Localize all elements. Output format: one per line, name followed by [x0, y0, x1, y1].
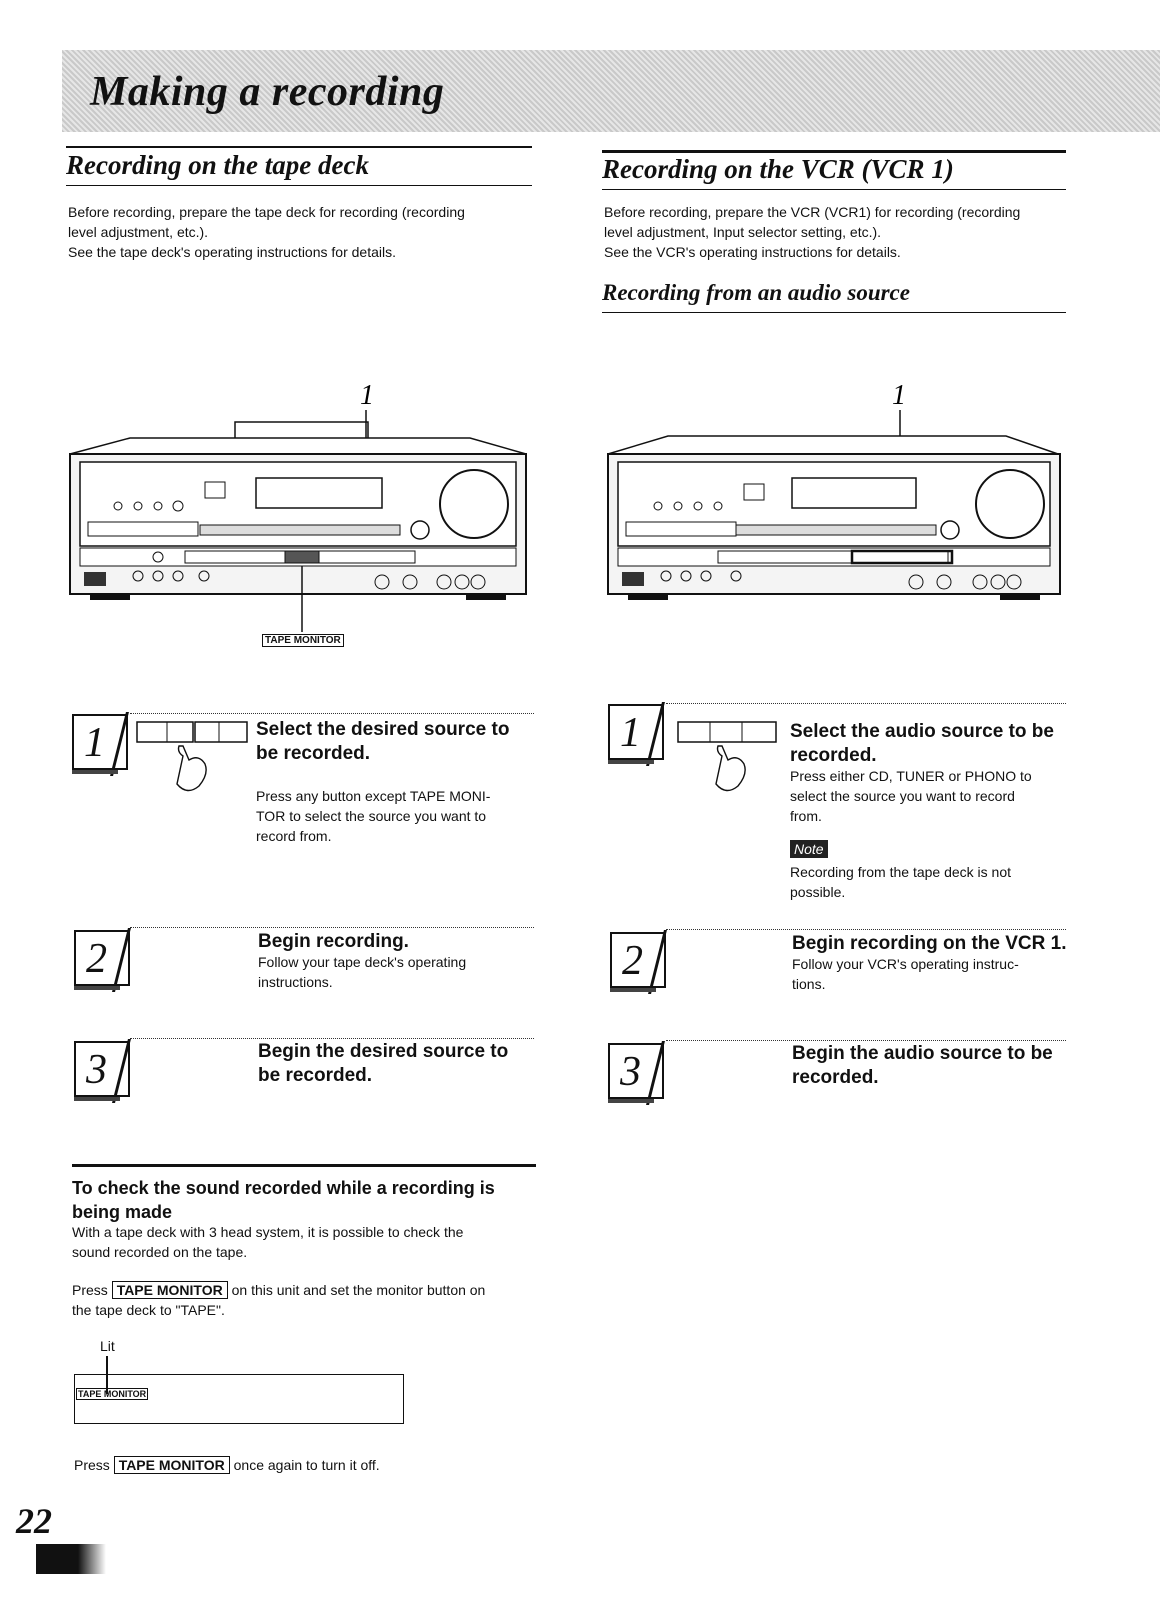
step-number: 3: [86, 1047, 107, 1093]
left-title-rule-bottom: [66, 185, 532, 186]
check-text-line: With a tape deck with 3 head system, it …: [72, 1224, 464, 1240]
step-text-line: instructions.: [258, 974, 333, 990]
left-step3-divider: [130, 1038, 534, 1039]
check-text: With a tape deck with 3 head system, it …: [72, 1222, 463, 1262]
tape-monitor-key: TAPE MONITOR: [111, 1281, 228, 1299]
step-number: 1: [620, 710, 641, 756]
step-text-line: record from.: [256, 828, 332, 844]
press-off-suffix: once again to turn it off.: [233, 1457, 380, 1473]
step-number: 1: [84, 720, 105, 766]
step-text-line: Follow your tape deck's operating: [258, 954, 467, 970]
press-suffix: on this unit and set the monitor button …: [231, 1282, 486, 1298]
check-heading: To check the sound recorded while a reco…: [72, 1176, 495, 1224]
step-text-line: Press any button except TAPE MONI-: [256, 788, 491, 804]
left-step1-heading: Select the desired source to be recorded…: [256, 718, 509, 766]
note-label: Note: [790, 840, 828, 858]
right-intro: Before recording, prepare the VCR (VCR1)…: [604, 202, 1074, 262]
lit-pointer: [106, 1356, 108, 1394]
left-step2-divider: [130, 927, 534, 928]
right-step2-divider: [666, 929, 1066, 930]
check-rule: [72, 1164, 536, 1167]
right-title-rule-top: [602, 150, 1066, 153]
left-step1-buttons-hand-icon: [136, 721, 248, 792]
left-step3-number: 3: [74, 1039, 131, 1103]
press-prefix: Press: [74, 1457, 110, 1473]
step-heading-line: Begin the desired source to: [258, 1041, 509, 1062]
check-press-line-1: Press TAPE MONITOR on this unit and set …: [72, 1280, 485, 1300]
note-line: possible.: [790, 884, 846, 900]
check-text-line: sound recorded on the tape.: [72, 1244, 248, 1260]
left-intro-line: Before recording, prepare the tape deck …: [68, 204, 465, 220]
right-step1-buttons-hand-icon: [677, 721, 777, 792]
right-step1-note: Recording from the tape deck is not poss…: [790, 862, 1011, 902]
note-line: Recording from the tape deck is not: [790, 864, 1012, 880]
right-step1-text: Press either CD, TUNER or PHONO to selec…: [790, 766, 1032, 826]
page-number: 22: [16, 1501, 52, 1541]
tape-monitor-panel: [74, 1374, 404, 1424]
right-intro-line: Before recording, prepare the VCR (VCR1)…: [604, 204, 1021, 220]
callout-number: 1: [360, 380, 374, 411]
step-heading-line: recorded.: [790, 745, 877, 766]
step-text-line: Press either CD, TUNER or PHONO to: [790, 768, 1032, 784]
page-corner-mark: [36, 1544, 106, 1574]
step-number: 2: [86, 936, 107, 982]
left-section-title: Recording on the tape deck: [66, 150, 369, 180]
left-intro: Before recording, prepare the tape deck …: [68, 202, 538, 262]
right-intro-line: level adjustment, Input selector setting…: [604, 224, 882, 240]
left-step1-text: Press any button except TAPE MONI- TOR t…: [256, 786, 490, 846]
check-press-instruction: Press TAPE MONITOR on this unit and set …: [72, 1280, 485, 1320]
right-step1-divider: [666, 703, 1066, 704]
press-prefix: Press: [72, 1282, 108, 1298]
right-intro-line: See the VCR's operating instructions for…: [604, 244, 901, 260]
step-text-line: from.: [790, 808, 822, 824]
left-step2-heading: Begin recording.: [258, 931, 409, 952]
step-heading-line: be recorded.: [258, 1065, 373, 1086]
right-step2-heading: Begin recording on the VCR 1.: [792, 933, 1067, 954]
check-heading-line: To check the sound recorded while a reco…: [72, 1178, 495, 1198]
left-step1-number: 1: [72, 712, 129, 776]
right-title-rule-bottom: [602, 189, 1066, 190]
right-step2-text: Follow your VCR's operating instruc- tio…: [792, 954, 1019, 994]
step-heading-line: recorded.: [792, 1067, 879, 1088]
step-text-line: Follow your VCR's operating instruc-: [792, 956, 1019, 972]
step-text-line: tions.: [792, 976, 826, 992]
step-number: 3: [620, 1049, 641, 1095]
callout-number: 1: [892, 380, 906, 411]
left-intro-line: level adjustment, etc.).: [68, 224, 209, 240]
step-heading-line: Select the audio source to be: [790, 721, 1054, 742]
left-receiver-illustration: 1: [69, 380, 527, 632]
right-section-title: Recording on the VCR (VCR 1): [602, 154, 954, 184]
right-step3-heading: Begin the audio source to be recorded.: [792, 1042, 1053, 1090]
right-step1-number: 1: [608, 702, 665, 766]
left-step1-divider: [130, 713, 534, 714]
right-step3-number: 3: [608, 1041, 665, 1105]
step-text-line: select the source you want to record: [790, 788, 1015, 804]
step-text-line: TOR to select the source you want to: [256, 808, 487, 824]
tape-monitor-panel-label: TAPE MONITOR: [76, 1388, 149, 1400]
step-heading-line: Begin the audio source to be: [792, 1043, 1053, 1064]
left-title-rule-top: [66, 146, 532, 148]
step-heading-line: be recorded.: [256, 743, 371, 764]
right-step3-divider: [666, 1040, 1066, 1041]
step-number: 2: [622, 938, 643, 984]
tape-monitor-key: TAPE MONITOR: [113, 1456, 230, 1474]
lit-label: Lit: [100, 1338, 115, 1354]
left-step2-number: 2: [74, 928, 131, 992]
note-badge: Note: [790, 840, 828, 859]
step-heading-line: Select the desired source to: [256, 719, 510, 740]
check-press-line-2: the tape deck to "TAPE".: [72, 1302, 225, 1318]
right-receiver-illustration: 1: [607, 380, 1061, 600]
turn-off-instruction: Press TAPE MONITOR once again to turn it…: [74, 1455, 380, 1475]
right-subtitle: Recording from an audio source: [602, 280, 910, 305]
left-intro-line: See the tape deck's operating instructio…: [68, 244, 396, 260]
tape-monitor-device-label: TAPE MONITOR: [262, 634, 344, 647]
check-heading-line: being made: [72, 1202, 173, 1222]
right-step1-heading: Select the audio source to be recorded.: [790, 720, 1054, 768]
left-step2-text: Follow your tape deck's operating instru…: [258, 952, 466, 992]
right-subtitle-rule: [602, 312, 1066, 313]
page-title: Making a recording: [90, 69, 445, 115]
header-banner: [62, 50, 1160, 132]
right-step2-number: 2: [610, 930, 667, 994]
left-step3-heading: Begin the desired source to be recorded.: [258, 1040, 508, 1088]
